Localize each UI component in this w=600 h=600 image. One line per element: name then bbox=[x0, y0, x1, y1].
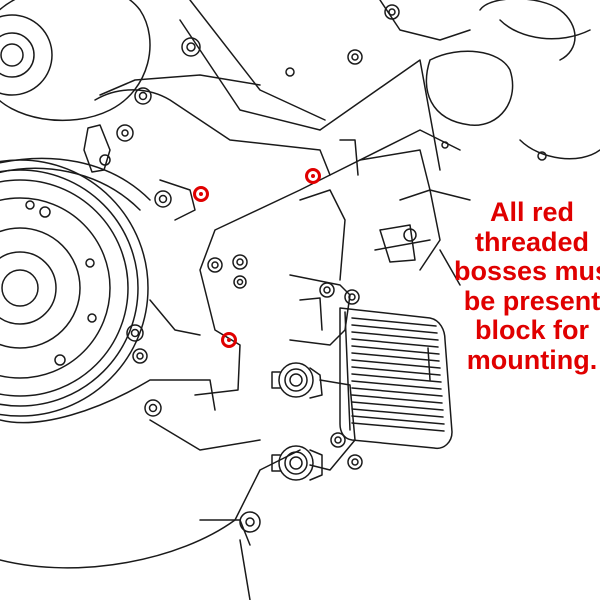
callout-line-5: block for bbox=[474, 315, 589, 345]
timing-cover bbox=[94, 0, 331, 396]
callout-line-6: mounting. bbox=[466, 344, 598, 375]
red-boss-centers bbox=[199, 174, 315, 342]
cover-bolts bbox=[126, 37, 295, 417]
red-bosses bbox=[193, 168, 321, 348]
cooler-fittings bbox=[271, 362, 323, 481]
lower-housing bbox=[0, 379, 301, 600]
crank-pulley bbox=[0, 157, 151, 417]
block-ribs bbox=[299, 59, 471, 286]
filter-bracket bbox=[289, 274, 363, 471]
callout-line-1: All red bbox=[489, 197, 575, 227]
exhaust-manifold bbox=[347, 0, 600, 161]
callout-text: All red threaded bosses mus be present b… bbox=[452, 197, 600, 375]
callout-line-2: threaded bbox=[474, 226, 590, 257]
callout-line-3: bosses mus bbox=[453, 256, 600, 286]
callout-line-4: be present bbox=[463, 285, 600, 316]
oil-cooler bbox=[339, 307, 453, 450]
upper-pulley bbox=[0, 0, 151, 122]
